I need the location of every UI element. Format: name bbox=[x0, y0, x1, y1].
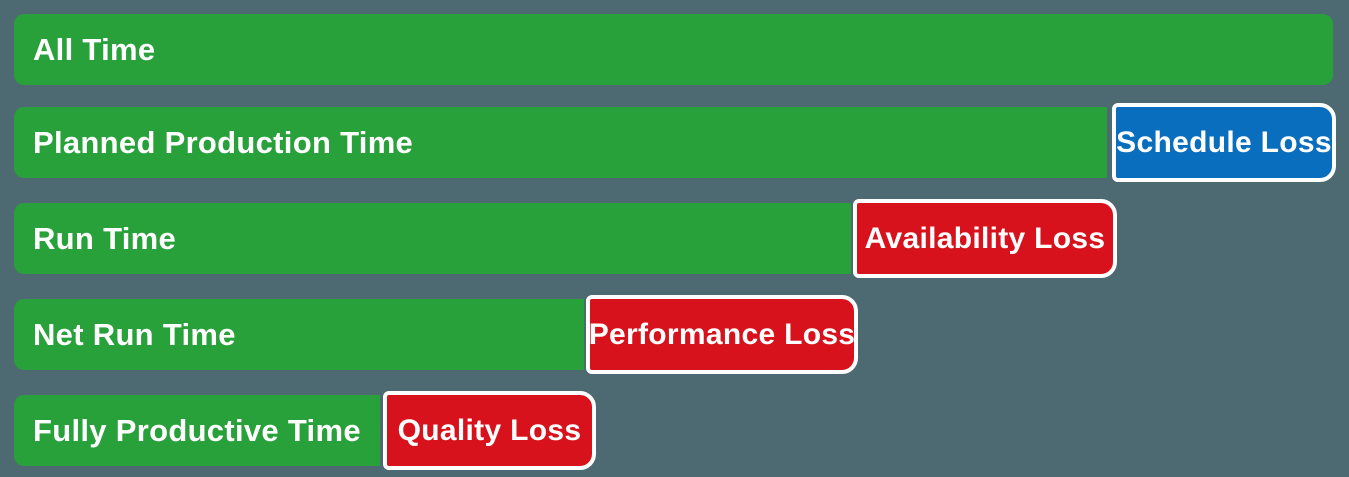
fully-productive-time-bar: Fully Productive Time bbox=[14, 395, 380, 466]
quality-loss-box: Quality Loss bbox=[383, 391, 596, 470]
row-planned-production-time: Planned Production Time Schedule Loss bbox=[14, 103, 1349, 182]
quality-loss-label: Quality Loss bbox=[397, 413, 582, 447]
all-time-bar-label: All Time bbox=[33, 31, 156, 67]
run-time-bar: Run Time bbox=[14, 203, 851, 274]
net-run-time-bar-label: Net Run Time bbox=[33, 316, 236, 352]
performance-loss-label: Performance Loss bbox=[588, 317, 856, 351]
planned-production-time-bar: Planned Production Time bbox=[14, 107, 1107, 178]
fully-productive-time-bar-label: Fully Productive Time bbox=[33, 412, 361, 448]
schedule-loss-label: Schedule Loss bbox=[1116, 125, 1332, 159]
row-run-time: Run Time Availability Loss bbox=[14, 199, 1349, 278]
row-fully-productive-time: Fully Productive Time Quality Loss bbox=[14, 391, 1349, 470]
schedule-loss-box: Schedule Loss bbox=[1112, 103, 1336, 182]
availability-loss-box: Availability Loss bbox=[853, 199, 1117, 278]
net-run-time-bar: Net Run Time bbox=[14, 299, 584, 370]
row-all-time: All Time bbox=[14, 14, 1349, 85]
run-time-bar-label: Run Time bbox=[33, 220, 177, 256]
performance-loss-box: Performance Loss bbox=[586, 295, 858, 374]
row-net-run-time: Net Run Time Performance Loss bbox=[14, 295, 1349, 374]
all-time-bar: All Time bbox=[14, 14, 1333, 85]
availability-loss-label: Availability Loss bbox=[864, 221, 1106, 255]
planned-production-time-bar-label: Planned Production Time bbox=[33, 124, 414, 160]
